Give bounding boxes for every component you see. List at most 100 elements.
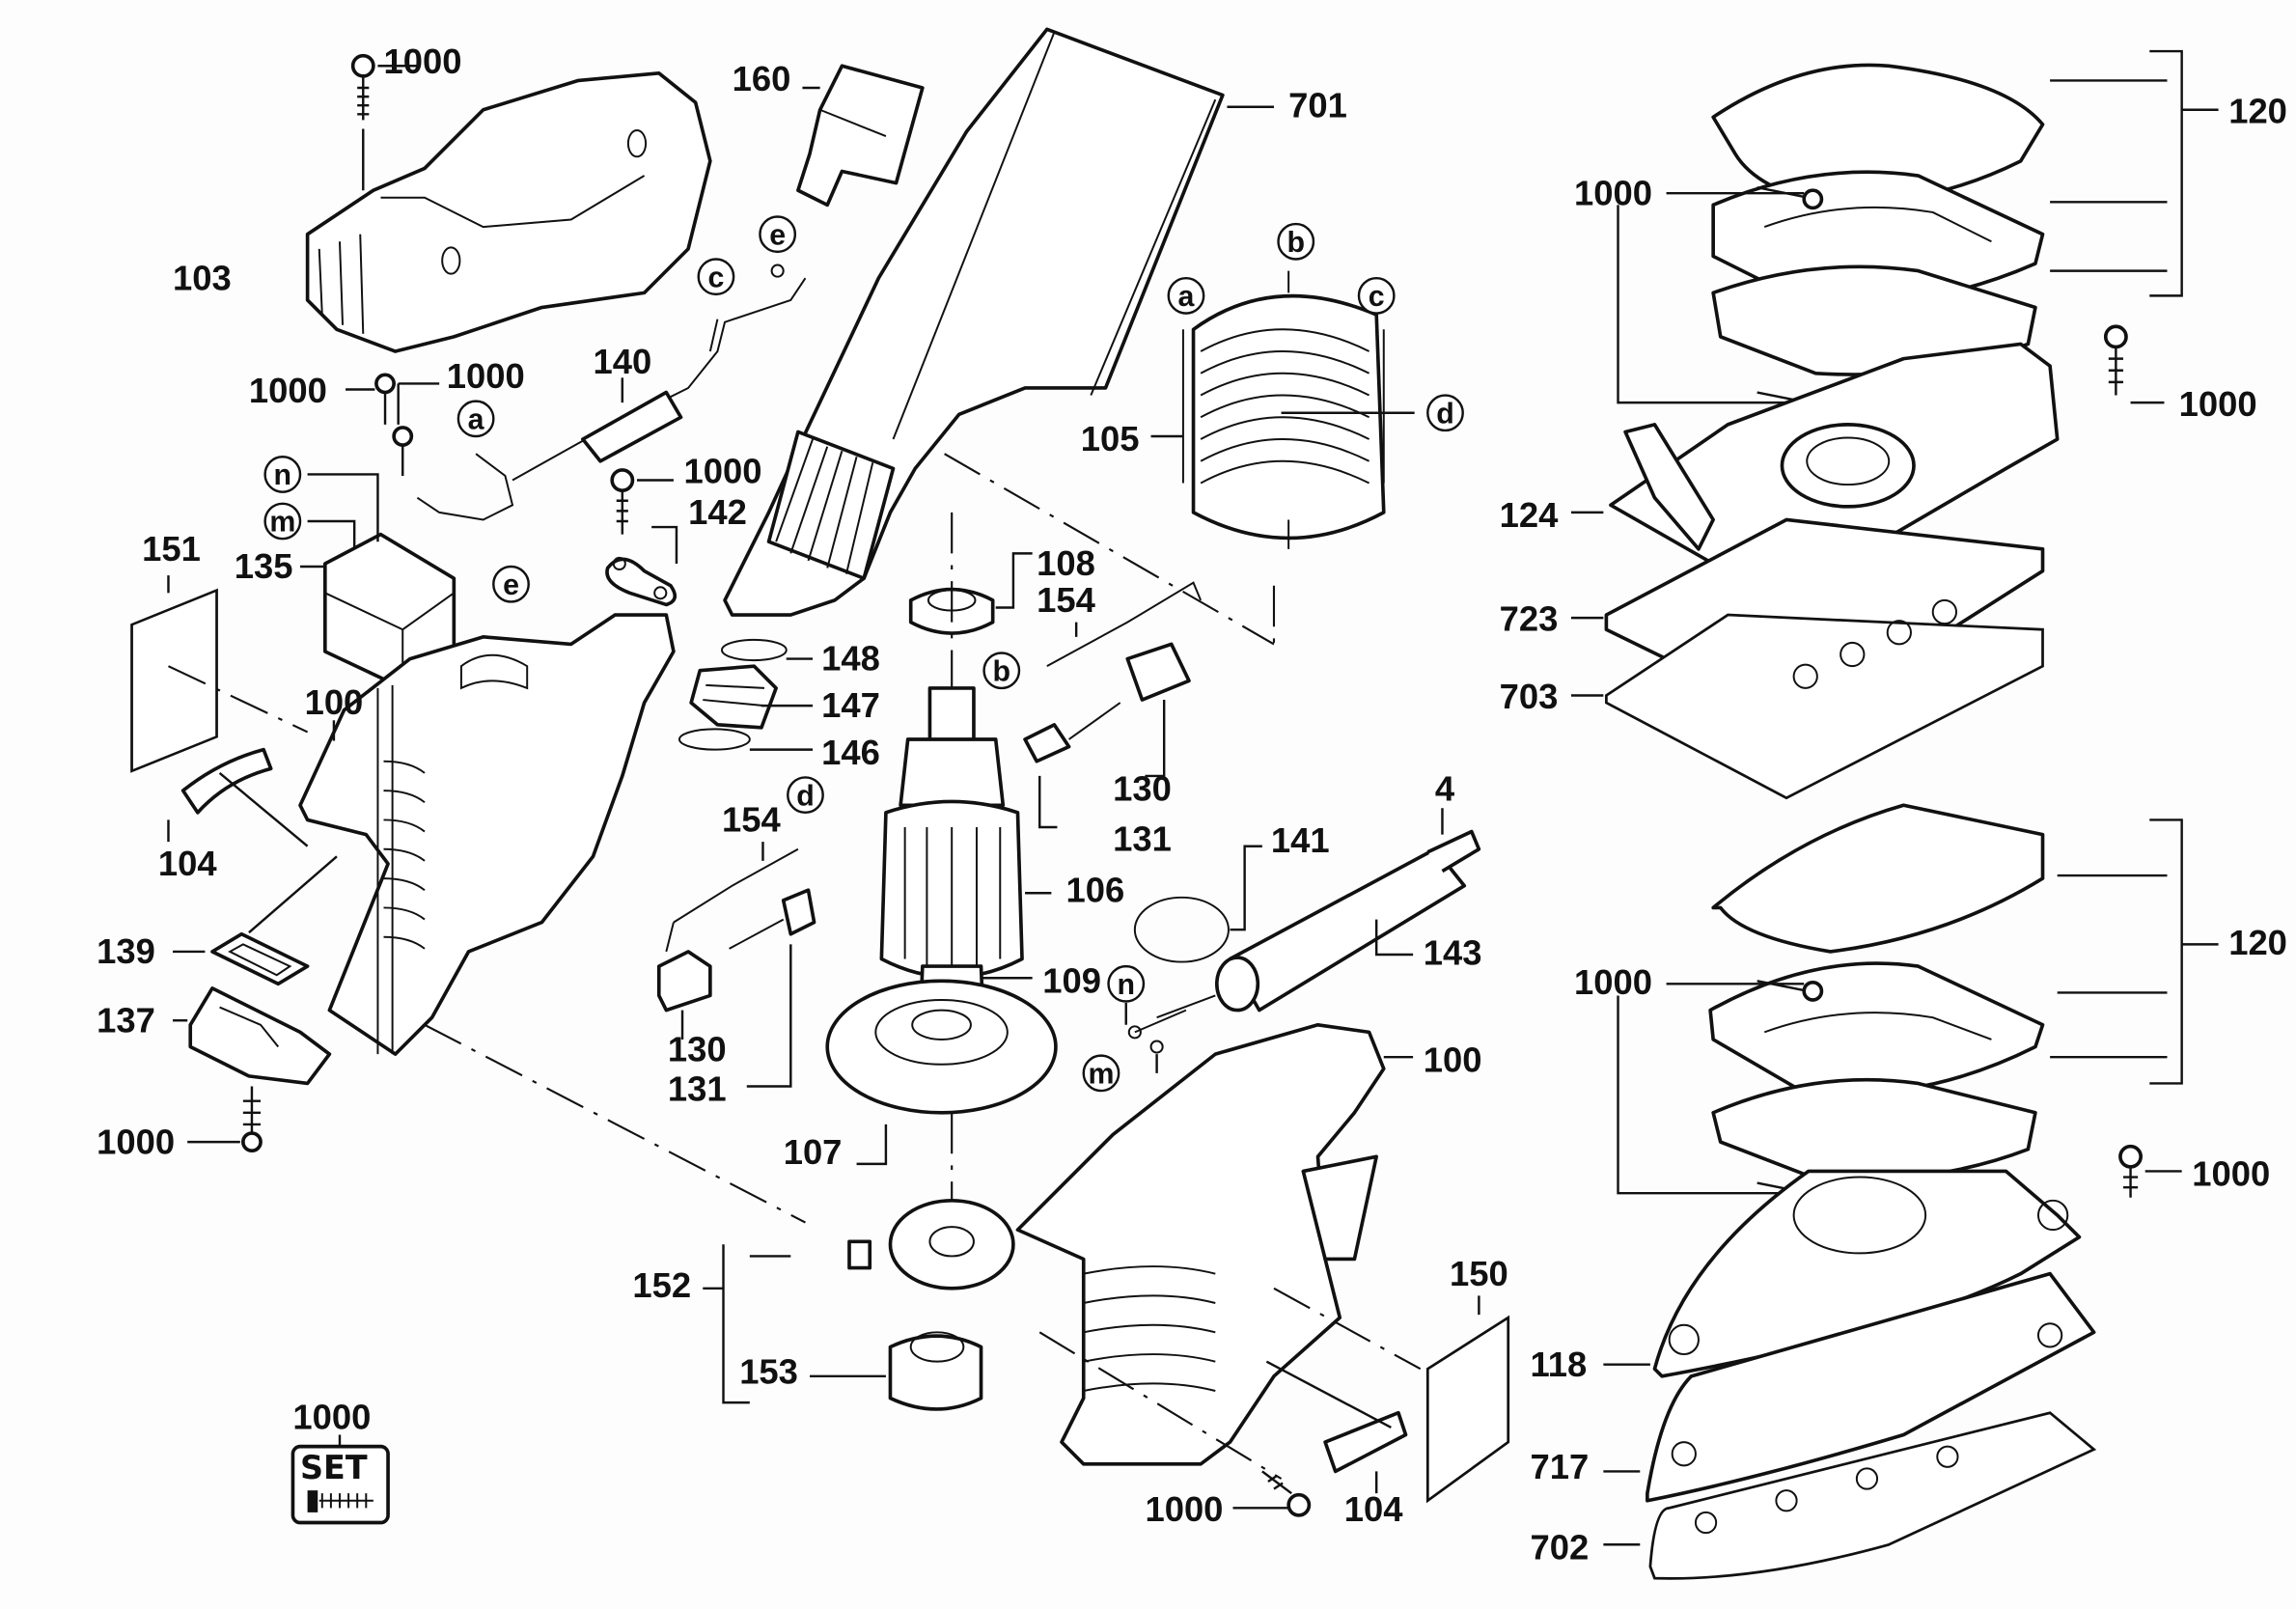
- part-131-brush-lower[interactable]: [729, 888, 816, 950]
- part-callout-107[interactable]: 107: [784, 1132, 843, 1172]
- part-callout-109[interactable]: 109: [1042, 960, 1101, 1000]
- part-callout-1000[interactable]: 1000: [2179, 384, 2257, 424]
- part-callout-142[interactable]: 142: [688, 492, 747, 532]
- part-callout-105[interactable]: 105: [1081, 419, 1140, 458]
- part-callout-120[interactable]: 120: [2228, 923, 2287, 962]
- part-callout-1000[interactable]: 1000: [2192, 1154, 2270, 1194]
- wire-marker-m: m: [1082, 1054, 1120, 1093]
- part-callout-723[interactable]: 723: [1500, 599, 1559, 639]
- part-154-lead-lower[interactable]: [665, 847, 799, 953]
- part-callout-130[interactable]: 130: [668, 1030, 727, 1069]
- part-callout-131[interactable]: 131: [1113, 818, 1172, 858]
- part-callout-104[interactable]: 104: [158, 844, 217, 883]
- part-146-o-ring[interactable]: [678, 728, 751, 751]
- screw-1000-base: [2103, 324, 2165, 404]
- part-callout-141[interactable]: 141: [1271, 820, 1330, 860]
- part-100-housing-left[interactable]: [298, 613, 676, 1056]
- part-703-sanding-sheet[interactable]: [1605, 598, 2044, 800]
- part-callout-135[interactable]: 135: [235, 546, 293, 586]
- part-104-clip-left[interactable]: [180, 747, 273, 815]
- marker-letter: m: [1088, 1058, 1114, 1090]
- part-callout-4[interactable]: 4: [1435, 769, 1455, 809]
- marker-letter: b: [1286, 227, 1305, 259]
- part-154-lead-upper[interactable]: [1046, 581, 1203, 668]
- part-callout-140[interactable]: 140: [593, 342, 651, 381]
- part-callout-148[interactable]: 148: [821, 639, 880, 679]
- part-callout-1000[interactable]: 1000: [249, 371, 327, 410]
- part-147-sleeve[interactable]: [689, 664, 778, 730]
- part-callout-104[interactable]: 104: [1344, 1489, 1403, 1529]
- part-701-dust-tube[interactable]: [723, 27, 1225, 617]
- part-callout-1000[interactable]: 1000: [292, 1397, 371, 1436]
- screw-1000-bottom-center: [1232, 1470, 1312, 1517]
- part-130-brush-holder-upper[interactable]: [1125, 642, 1191, 702]
- part-130-brush-holder-lower[interactable]: [656, 950, 712, 1013]
- part-callout-106[interactable]: 106: [1066, 870, 1125, 909]
- part-callout-717[interactable]: 717: [1530, 1447, 1589, 1486]
- part-100-housing-right[interactable]: [1015, 1022, 1386, 1466]
- part-103-cover[interactable]: [305, 71, 712, 353]
- part-callout-139[interactable]: 139: [97, 931, 155, 971]
- part-160-adapter[interactable]: [796, 64, 925, 208]
- part-120-upper-frame-set[interactable]: [1711, 63, 2045, 376]
- part-callout-143[interactable]: 143: [1424, 933, 1482, 973]
- part-callout-1000[interactable]: 1000: [447, 356, 525, 396]
- wire-marker-n: n: [263, 456, 302, 493]
- marker-letter: e: [769, 219, 786, 251]
- part-148-o-ring[interactable]: [721, 638, 788, 662]
- part-153-bearing[interactable]: [888, 1331, 983, 1411]
- part-120-lower-frame-set[interactable]: [1708, 803, 2045, 1182]
- part-callout-1000[interactable]: 1000: [1145, 1489, 1223, 1529]
- part-callout-151[interactable]: 151: [142, 529, 201, 569]
- screw-1000-delta: [2118, 1144, 2182, 1198]
- part-137-cable-clamp[interactable]: [188, 986, 332, 1086]
- marker-circle-icon: [697, 258, 735, 296]
- part-139-gasket[interactable]: [210, 931, 310, 986]
- part-callout-152[interactable]: 152: [632, 1265, 691, 1305]
- part-callout-103[interactable]: 103: [173, 258, 232, 297]
- part-131-brush-upper[interactable]: [1023, 702, 1121, 763]
- part-callout-100[interactable]: 100: [1424, 1040, 1482, 1079]
- part-callout-154[interactable]: 154: [1037, 580, 1095, 620]
- part-124-base-plate[interactable]: [1609, 342, 2060, 596]
- part-callout-131[interactable]: 131: [668, 1069, 727, 1109]
- part-717-delta-pad[interactable]: [1646, 1271, 2096, 1503]
- part-152-bearing-holder[interactable]: [847, 1198, 1015, 1290]
- part-140-cable[interactable]: [416, 264, 807, 521]
- marker-circle-icon: [456, 400, 495, 438]
- part-callout-124[interactable]: 124: [1500, 495, 1559, 535]
- marker-letter: b: [993, 655, 1011, 687]
- part-callout-146[interactable]: 146: [821, 733, 880, 772]
- part-callout-1000[interactable]: 1000: [1574, 962, 1652, 1002]
- part-callout-1000[interactable]: 1000: [97, 1122, 175, 1161]
- part-callout-100[interactable]: 100: [305, 682, 364, 722]
- screw-1000-top: [350, 53, 418, 191]
- part-151-label[interactable]: [130, 588, 218, 773]
- part-callout-160[interactable]: 160: [733, 59, 791, 98]
- part-callout-137[interactable]: 137: [97, 1000, 155, 1040]
- part-callout-150[interactable]: 150: [1450, 1254, 1508, 1293]
- part-105-field-coil[interactable]: [1181, 270, 1386, 549]
- part-callout-120[interactable]: 120: [2228, 91, 2287, 130]
- part-callout-153[interactable]: 153: [739, 1351, 798, 1391]
- part-callout-154[interactable]: 154: [722, 800, 781, 840]
- part-callout-147[interactable]: 147: [821, 685, 880, 725]
- part-141-circlip[interactable]: [1133, 896, 1230, 963]
- part-callout-702[interactable]: 702: [1530, 1527, 1589, 1567]
- part-702-delta-sheet[interactable]: [1648, 1411, 2097, 1580]
- part-143-eccentric-shaft[interactable]: [1214, 829, 1481, 1013]
- part-callout-1000[interactable]: 1000: [1574, 173, 1652, 212]
- part-callout-701[interactable]: 701: [1288, 85, 1347, 125]
- part-150-label[interactable]: [1425, 1315, 1510, 1504]
- part-142-clamp[interactable]: [605, 556, 678, 607]
- part-callout-108[interactable]: 108: [1037, 543, 1095, 583]
- part-callout-118[interactable]: 118: [1530, 1345, 1587, 1384]
- part-callout-130[interactable]: 130: [1113, 769, 1172, 809]
- part-callout-1000[interactable]: 1000: [384, 42, 462, 81]
- screw-1000-switch-a: [346, 373, 396, 425]
- part-107-fan[interactable]: [825, 979, 1058, 1115]
- part-callout-1000[interactable]: 1000: [684, 452, 762, 491]
- part-104-clip-right[interactable]: [1323, 1410, 1408, 1474]
- part-callout-703[interactable]: 703: [1500, 677, 1559, 716]
- wire-marker-a: a: [456, 400, 495, 438]
